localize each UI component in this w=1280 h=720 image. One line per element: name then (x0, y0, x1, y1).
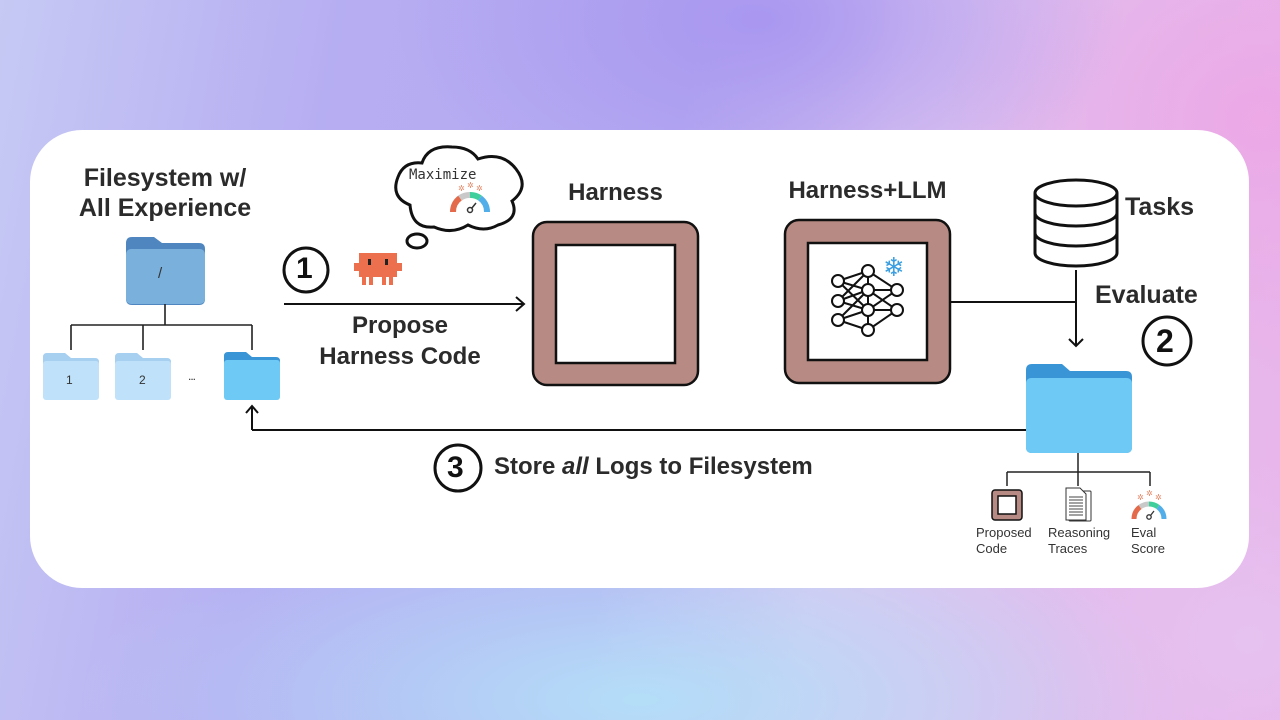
step1-circle (282, 246, 330, 294)
step2-circle (1141, 315, 1193, 367)
filesystem-title: Filesystem w/ All Experience (60, 163, 270, 223)
proposed-code-icon (991, 489, 1023, 521)
log-item-label-line1: Eval (1131, 525, 1157, 540)
svg-text:✲: ✲ (1137, 493, 1144, 502)
thought-text: Maximize (409, 167, 477, 183)
step3-number: 3 (447, 451, 464, 484)
logs-tree-connector (1006, 453, 1151, 486)
root-folder-label: / (158, 265, 163, 282)
thought-cloud-icon (394, 145, 524, 250)
eval-score-gauge-icon: ✲ ✲ ✲ (1131, 489, 1167, 520)
folders-ellipsis: ... (188, 369, 196, 383)
store-logs-prefix: Store (494, 453, 563, 480)
folder-2-icon (115, 353, 171, 400)
log-item-proposed-code: Proposed Code (976, 525, 1032, 557)
log-item-reasoning-traces: Reasoning Traces (1048, 525, 1110, 557)
tasks-label: Tasks (1125, 193, 1195, 221)
folder-2-label: 2 (139, 373, 146, 387)
tree-connector (70, 304, 253, 350)
gauge-icon: ✲ ✲ ✲ (450, 181, 490, 214)
log-item-label-line2: Code (976, 541, 1008, 556)
propose-label-line1: Propose (351, 312, 449, 339)
propose-label-line2: Harness Code (319, 343, 481, 370)
snowflake-icon: ❄ (883, 252, 905, 282)
store-logs-arrow (245, 404, 1026, 431)
tasks-database-icon (1033, 178, 1119, 268)
neural-network-icon (831, 264, 904, 337)
evaluate-label: Evaluate (1095, 281, 1198, 309)
log-item-eval-score: Eval Score (1131, 525, 1165, 557)
log-item-label-line1: Reasoning (1048, 525, 1111, 540)
filesystem-title-line1: Filesystem w/ (83, 164, 247, 192)
propose-label: Propose Harness Code (300, 310, 500, 372)
log-item-label-line2: Score (1131, 541, 1165, 556)
svg-text:✲: ✲ (1155, 493, 1162, 502)
svg-text:✲: ✲ (476, 184, 483, 193)
store-logs-label: Store all Logs to Filesystem (494, 453, 813, 481)
evaluate-connector (950, 270, 1084, 348)
svg-text:✲: ✲ (467, 181, 474, 190)
step3-circle (433, 443, 483, 493)
agent-robot-icon (354, 253, 402, 285)
store-logs-suffix: Logs to Filesystem (588, 453, 813, 480)
logs-folder-icon (1026, 364, 1132, 453)
step2-number: 2 (1156, 323, 1174, 359)
latest-folder-icon (224, 352, 280, 400)
root-folder-icon (126, 237, 205, 305)
propose-arrow (284, 296, 526, 312)
folder-1-label: 1 (66, 373, 73, 387)
harness-box (531, 220, 700, 387)
folder-1-icon (43, 353, 99, 400)
reasoning-traces-document-icon (1065, 487, 1092, 522)
svg-text:✲: ✲ (458, 184, 465, 193)
harness-title: Harness (568, 179, 663, 206)
log-item-label-line2: Traces (1048, 541, 1088, 556)
step1-number: 1 (296, 252, 313, 285)
store-logs-emphasis: all (562, 453, 589, 480)
harness-llm-title: Harness+LLM (788, 177, 947, 204)
log-item-label-line1: Proposed (976, 525, 1032, 540)
svg-text:✲: ✲ (1146, 489, 1153, 498)
filesystem-title-line2: All Experience (78, 194, 252, 222)
